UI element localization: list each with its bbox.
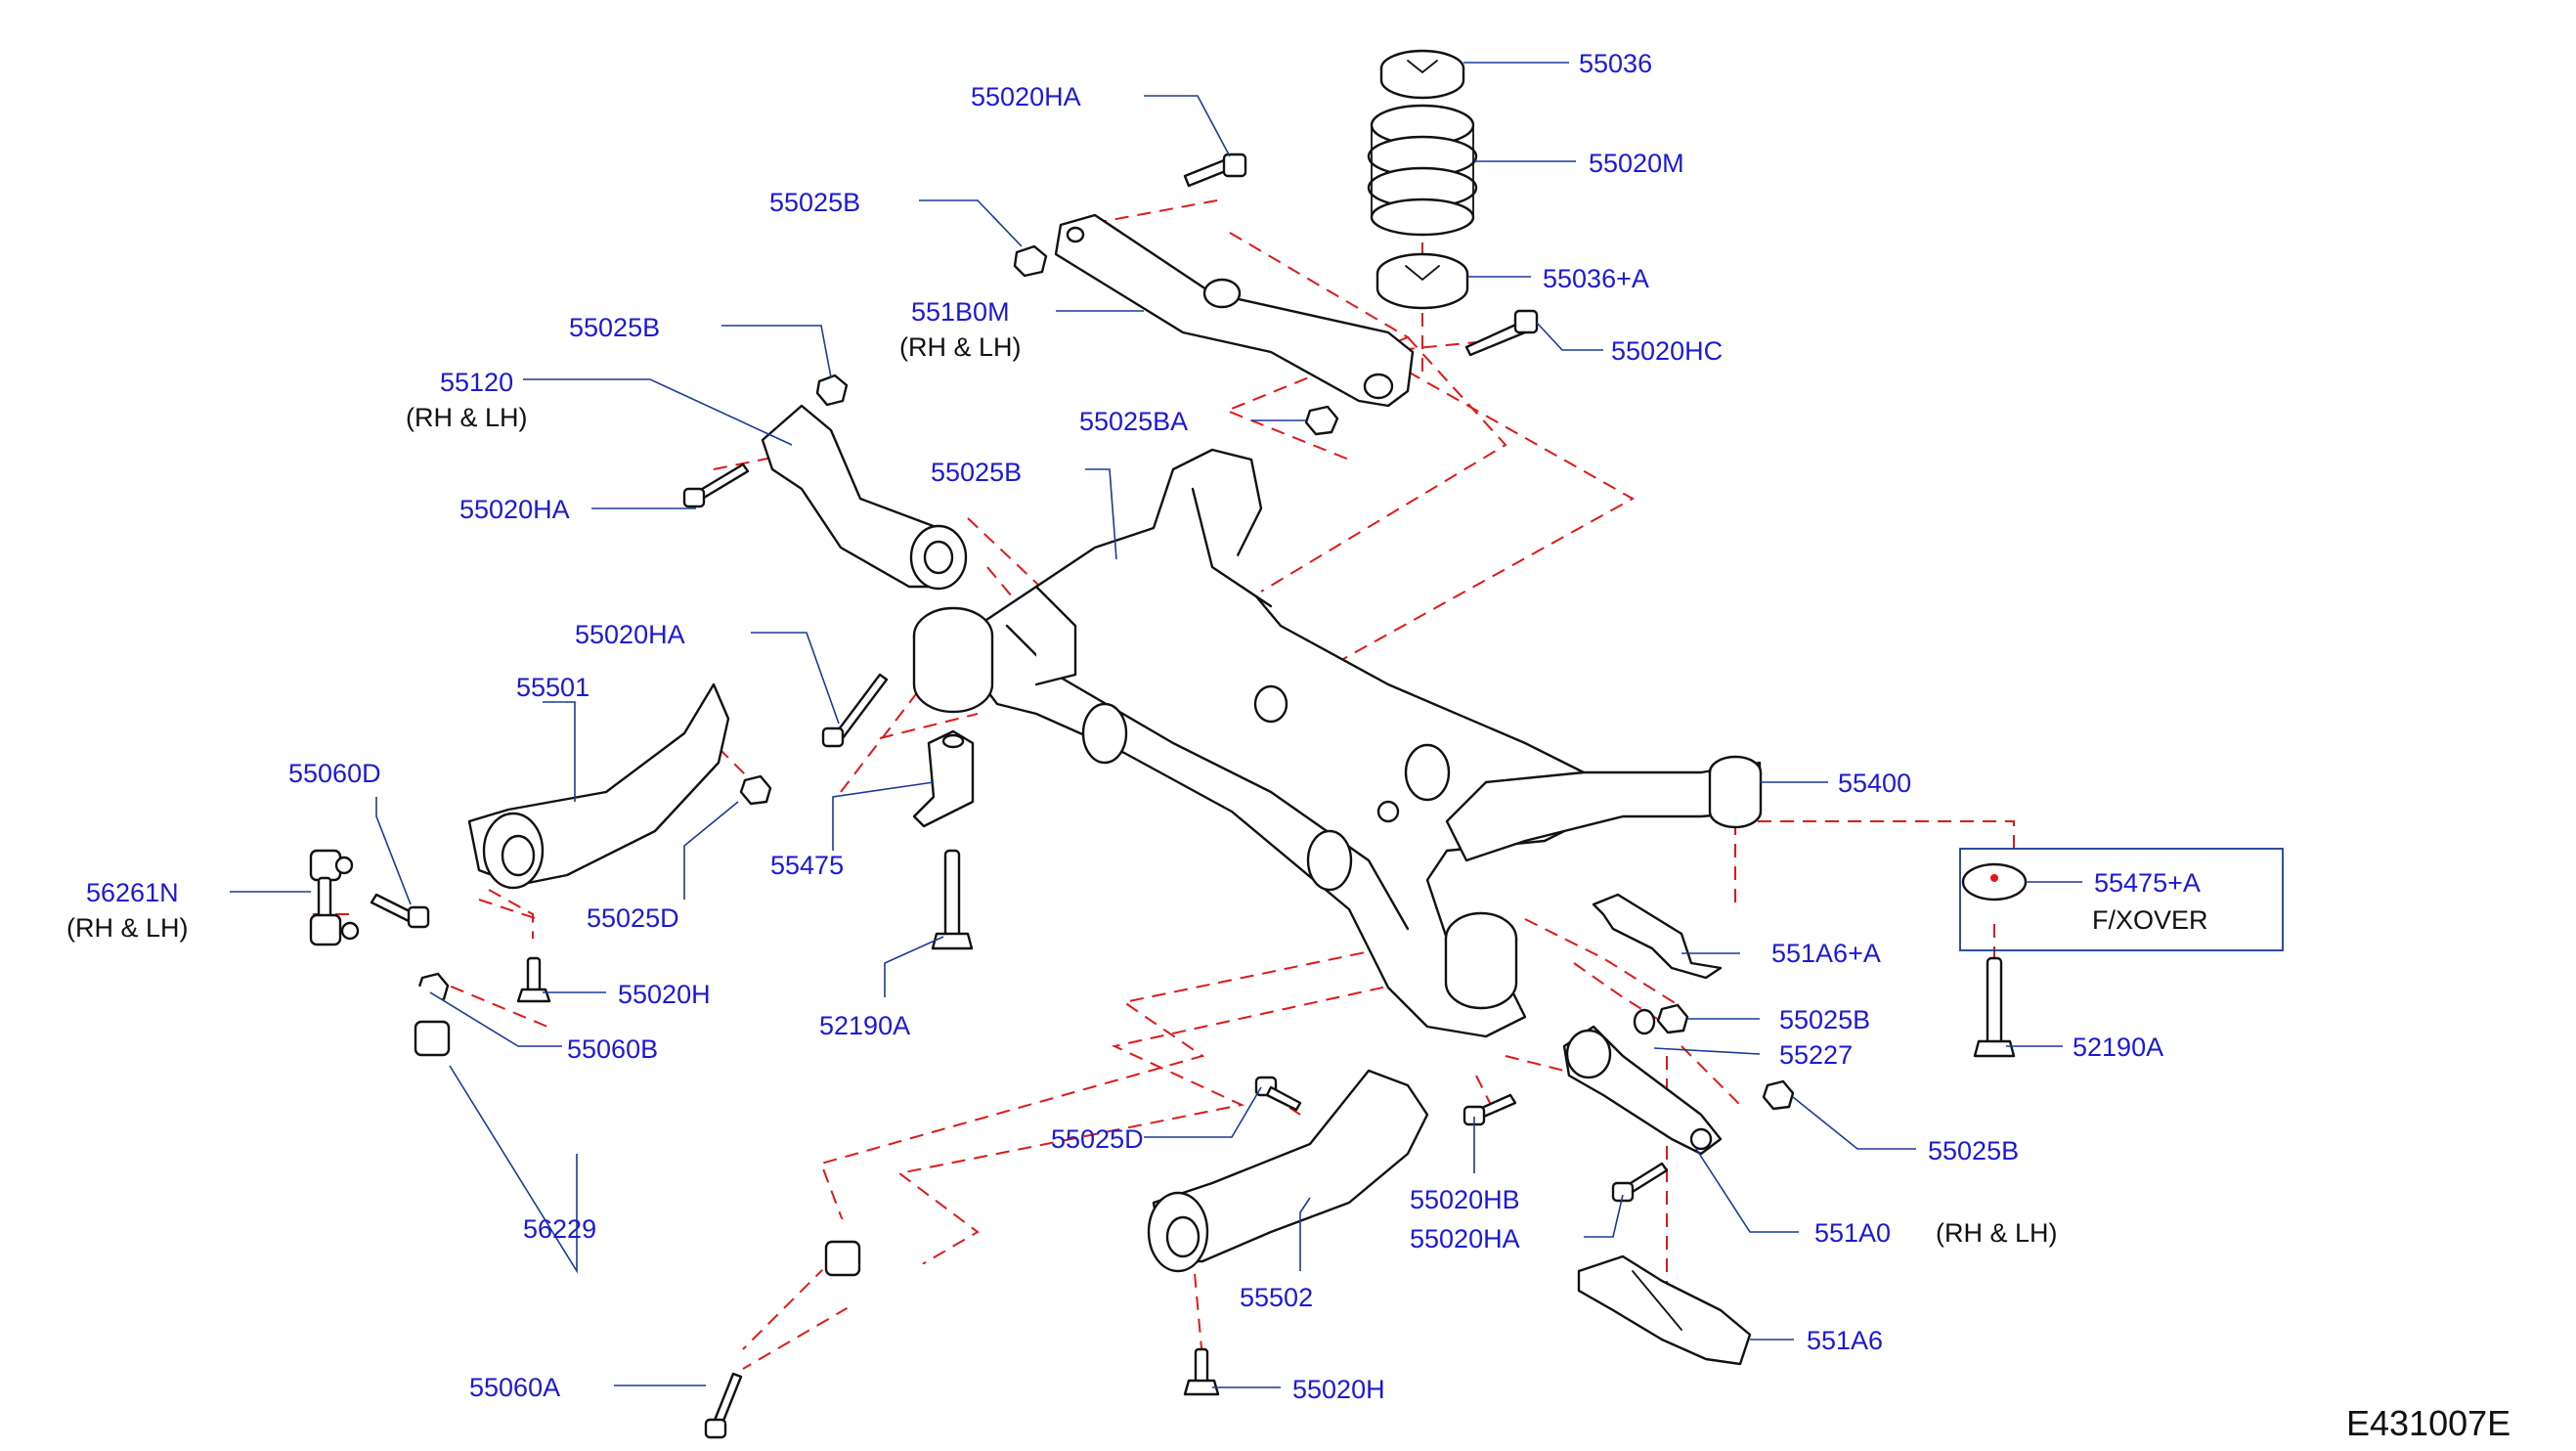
coil-spring [1367,104,1478,237]
callout-55025B-right: 55025B [1779,1005,1870,1034]
callout-55060A: 55060A [469,1373,560,1402]
callout-55227: 55227 [1779,1040,1853,1070]
note-f-xover: F/XOVER [2092,905,2208,935]
upper-link-arm [1054,213,1415,408]
callout-55020HA-top: 55020HA [971,82,1081,111]
splash-plate-551A6A [1592,893,1723,980]
callout-55025D-low: 55025D [1051,1124,1144,1154]
rear-crossmember [912,448,1605,1038]
stabilizer-bar [320,960,1015,1357]
callout-55020HC: 55020HC [1611,336,1723,366]
callout-55502: 55502 [1240,1283,1313,1312]
lower-arm-55502 [1147,1069,1429,1273]
splash-plate-551A6 [1577,1254,1752,1366]
callout-55020M: 55020M [1589,149,1684,178]
callout-55025B-low: 55025B [1928,1136,2019,1165]
callout-551A6-a: 551A6+A [1771,939,1881,968]
leader-lines [230,62,2082,1388]
lower-link-551A0 [1562,1025,1723,1156]
callout-55501: 55501 [516,673,589,702]
callout-55020H-left: 55020H [618,980,711,1009]
bracket-55475 [912,729,975,828]
callout-551B0M: 551B0M [911,297,1010,327]
callout-55025B-top: 55025B [769,188,860,217]
lower-arm-55501 [467,682,730,890]
callouts: 55036 55020M 55036+A 55020HC 55020HA 550… [66,49,2208,1404]
upper-arm-55400 [1445,755,1763,862]
callout-55036-a: 55036+A [1543,264,1649,293]
callout-55020H-low: 55020H [1292,1375,1385,1404]
callout-55400: 55400 [1838,769,1911,798]
callout-55025B-arm: 55025B [569,313,660,342]
callout-55120: 55120 [440,368,513,397]
callout-55020HA-low: 55020HA [1410,1224,1520,1253]
callout-52190A-left: 52190A [819,1011,910,1040]
lower-spring-seat [1375,252,1469,310]
f-xover-box [1959,848,2284,951]
callout-55020HA-left: 55020HA [459,495,570,524]
callout-55020HA-mid: 55020HA [575,620,685,649]
callout-55475-a: 55475+A [2094,868,2201,898]
upper-spring-seat [1379,49,1465,100]
callout-55025B-mid: 55025B [931,458,1022,487]
note-55120: (RH & LH) [406,403,528,432]
callout-55060D: 55060D [288,759,381,788]
callout-55025BA: 55025BA [1079,407,1188,436]
trailing-arm-55120 [761,404,968,591]
callout-55060B: 55060B [567,1034,658,1064]
callout-55020HB: 55020HB [1410,1185,1520,1214]
callout-55025D-left: 55025D [587,903,679,933]
diagram-id: E431007E [2346,1403,2511,1443]
fasteners [370,153,2016,1439]
callout-55036: 55036 [1579,49,1652,78]
callout-56261N: 56261N [86,878,179,907]
callout-551A6: 551A6 [1807,1326,1883,1355]
callout-551A0: 551A0 [1814,1218,1891,1248]
stabilizer-link [309,849,360,946]
callout-52190A-right: 52190A [2073,1033,2163,1062]
note-56261N: (RH & LH) [66,913,189,943]
note-551B0M: (RH & LH) [899,332,1022,362]
callout-55475: 55475 [770,851,844,880]
callout-56229: 56229 [523,1214,596,1244]
f-xover-washer [1961,862,2028,901]
note-551A0: (RH & LH) [1936,1218,2058,1248]
